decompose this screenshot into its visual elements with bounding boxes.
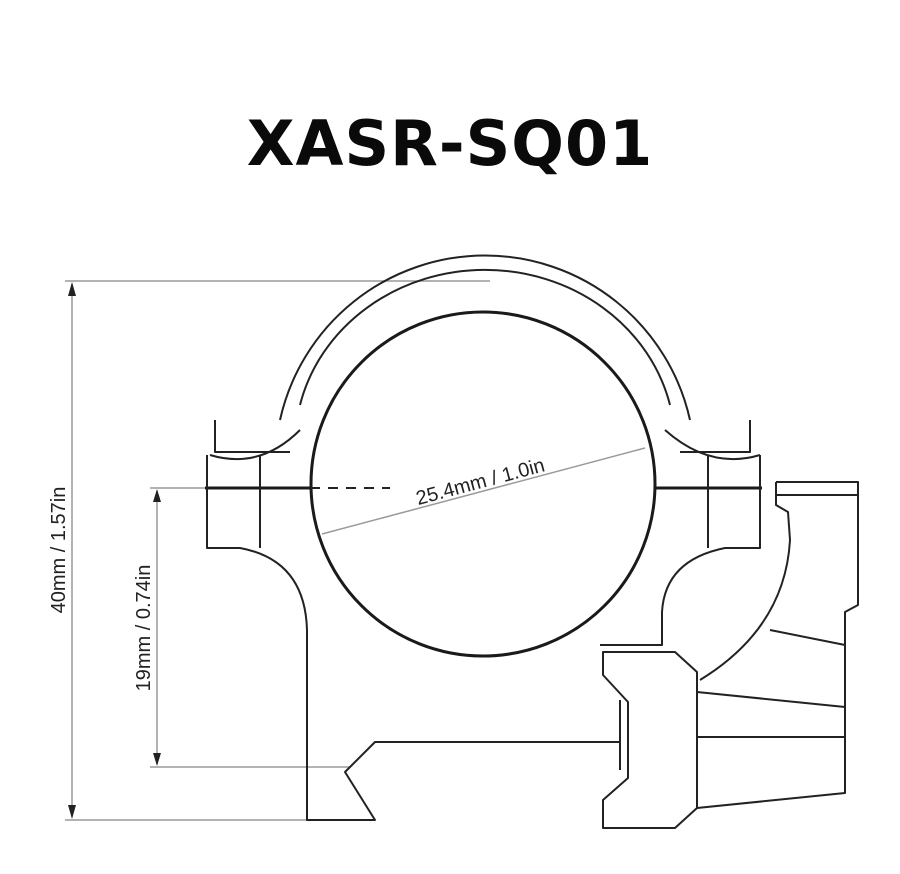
ring-body: [205, 455, 762, 821]
ring-cap: [209, 254, 761, 461]
dimension-center-height: 19mm / 0.74in: [133, 487, 350, 768]
tube-circle: 25.4mm / 1.0in: [309, 310, 657, 658]
dimension-total-height: 40mm / 1.57in: [48, 280, 490, 821]
center-height-label: 19mm / 0.74in: [133, 565, 155, 692]
total-height-label: 40mm / 1.57in: [48, 487, 70, 614]
qd-lever: [602, 481, 859, 829]
tube-diameter-label: 25.4mm / 1.0in: [414, 454, 547, 509]
product-title: XASR-SQ01: [246, 107, 654, 180]
